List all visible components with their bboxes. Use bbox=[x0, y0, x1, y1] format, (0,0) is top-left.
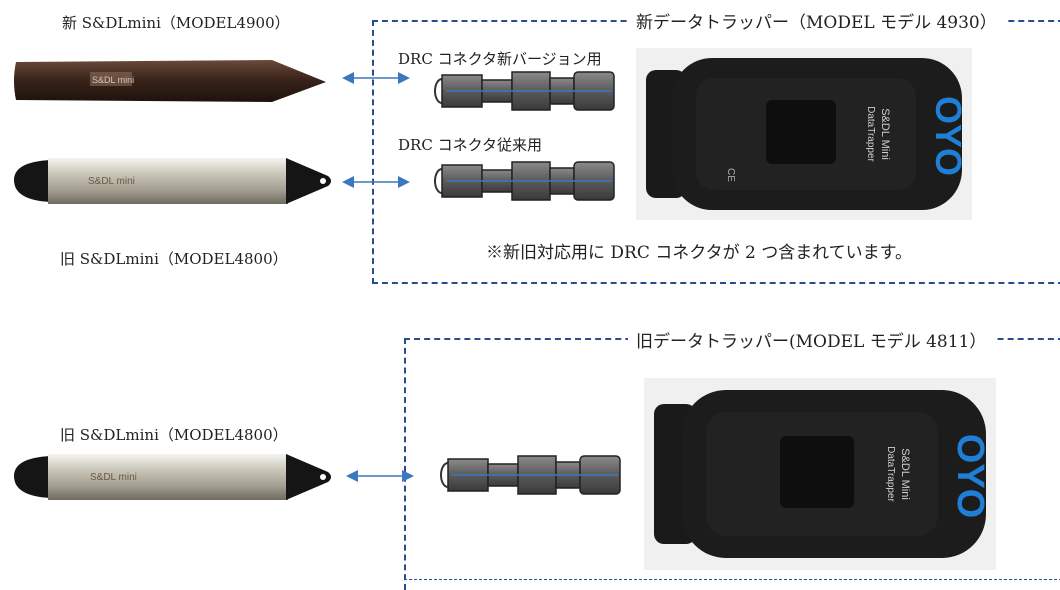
old-sensor-label-top: 旧 S&DLmini（MODEL4800） bbox=[60, 250, 288, 268]
drc-old-label: DRC コネクタ従来用 bbox=[398, 136, 542, 154]
drc-new-label: DRC コネクタ新バージョン用 bbox=[398, 50, 602, 68]
new-sensor-label: 新 S&DLmini（MODEL4900） bbox=[62, 14, 290, 32]
device-sub-top: DataTrapper bbox=[865, 106, 876, 162]
new-datatrapper-photo: OYO S&DL Mini DataTrapper CE bbox=[636, 48, 972, 220]
arrow-old-sensor-bottom bbox=[346, 470, 414, 482]
old-sensor-image-bottom: S&DL mini bbox=[14, 454, 331, 500]
old-sensor-mark-top: S&DL mini bbox=[88, 176, 135, 187]
old-datatrapper-frame-bottom bbox=[404, 579, 1060, 580]
old-datatrapper-photo: OYO S&DL Mini DataTrapper bbox=[644, 378, 996, 570]
drc-connector-bottom bbox=[440, 455, 621, 495]
new-sensor-mark: S&DL mini bbox=[92, 75, 134, 85]
arrow-new-sensor bbox=[342, 72, 410, 84]
new-sensor-image: S&DL mini bbox=[14, 60, 326, 102]
drc-connector-new bbox=[434, 71, 615, 111]
device-brand-bottom: OYO bbox=[949, 434, 991, 518]
old-sensor-image-top: S&DL mini bbox=[14, 158, 331, 204]
arrow-old-sensor-top bbox=[342, 176, 410, 188]
device-ce-top: CE bbox=[725, 168, 736, 182]
old-sensor-label-bottom: 旧 S&DLmini（MODEL4800） bbox=[60, 426, 288, 444]
device-model-top: S&DL Mini bbox=[879, 108, 891, 160]
old-datatrapper-title: 旧データトラッパー(MODEL モデル 4811） bbox=[628, 327, 995, 352]
new-datatrapper-title: 新データトラッパー（MODEL モデル 4930） bbox=[628, 8, 1005, 33]
device-sub-bottom: DataTrapper bbox=[885, 446, 896, 502]
connector-note: ※新旧対応用に DRC コネクタが 2 つ含まれています。 bbox=[486, 243, 912, 263]
old-sensor-mark-bottom: S&DL mini bbox=[90, 472, 137, 483]
device-brand-top: OYO bbox=[928, 96, 969, 176]
device-model-bottom: S&DL Mini bbox=[899, 448, 911, 500]
drc-connector-old bbox=[434, 161, 615, 201]
